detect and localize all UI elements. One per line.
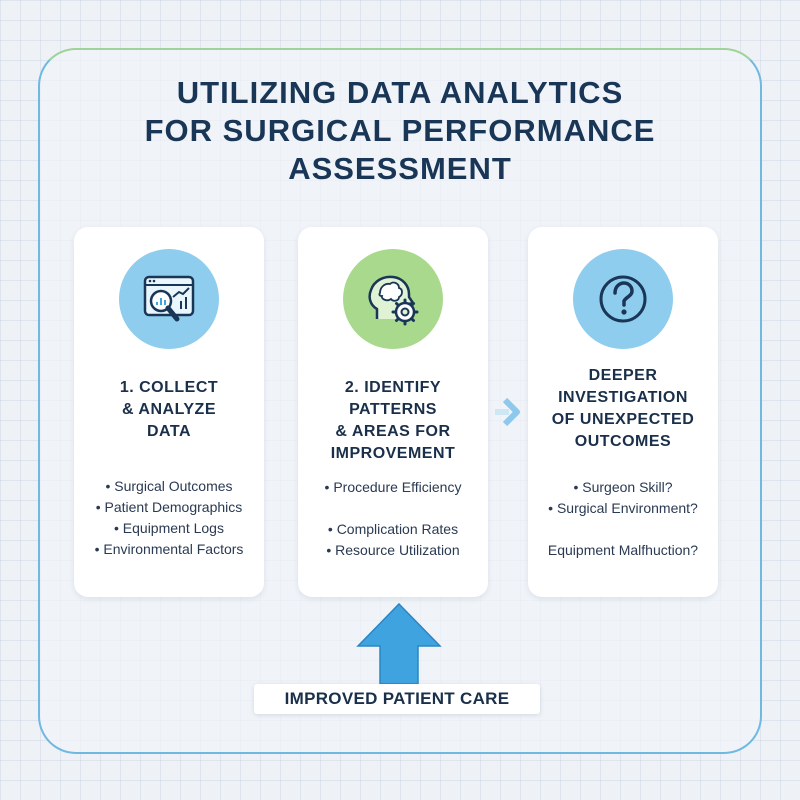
list-item: • Complication Rates [327, 521, 459, 537]
list-item: • Procedure Efficiency [324, 479, 462, 495]
list-item: • Environmental Factors [94, 541, 244, 557]
list-item: • Resource Utilization [326, 542, 460, 558]
step-1-title-line: & ANALYZE [122, 401, 216, 418]
step-3-title: DEEPER INVESTIGATION OF UNEXPECTED OUTCO… [534, 365, 712, 453]
list-item: • Surgeon Skill? [573, 479, 673, 495]
step-card-collect: 1. COLLECT & ANALYZE DATA • Surgical Out… [74, 227, 264, 597]
step-2-title-line: 2. IDENTIFY PATTERNS [344, 379, 442, 418]
list-item: • Surgical Outcomes [105, 478, 233, 494]
step-1-title: 1. COLLECT & ANALYZE DATA [80, 377, 258, 443]
title-line-3: ASSESSMENT [288, 151, 512, 186]
list-item: • Patient Demographics [95, 499, 243, 515]
list-item: • Equipment Logs [114, 520, 224, 536]
step-1-bullet-list: • Surgical Outcomes • Patient Demographi… [74, 476, 264, 560]
step-2-title-line: & AREAS FOR [335, 423, 451, 440]
step-1-title-line: DATA [146, 423, 192, 440]
step-3-title-line: OF UNEXPECTED [551, 411, 695, 428]
step-3-title-line: INVESTIGATION [558, 389, 688, 406]
step-2-bullet-list: • Procedure Efficiency • Complication Ra… [298, 477, 488, 561]
page-title: UTILIZING DATA ANALYTICS FOR SURGICAL PE… [0, 74, 800, 188]
chevron-right-icon [495, 397, 520, 427]
data-analytics-icon [119, 249, 219, 349]
step-3-title-line: OUTCOMES [574, 433, 672, 450]
list-item: Equipment Malfhuction? [547, 542, 699, 558]
step-3-title-line: DEEPER [588, 367, 658, 384]
title-line-1: UTILIZING DATA ANALYTICS [176, 75, 624, 110]
improved-patient-care-banner: IMPROVED PATIENT CARE [254, 684, 540, 714]
step-2-title-line: IMPROVEMENT [330, 445, 456, 462]
step-3-bullet-list: • Surgeon Skill? • Surgical Environment?… [528, 477, 718, 561]
arrow-up-icon [356, 602, 442, 684]
brain-gear-icon [343, 249, 443, 349]
title-line-2: FOR SURGICAL PERFORMANCE [144, 113, 656, 148]
question-icon [573, 249, 673, 349]
step-card-identify: 2. IDENTIFY PATTERNS & AREAS FOR IMPROVE… [298, 227, 488, 597]
step-card-investigate: DEEPER INVESTIGATION OF UNEXPECTED OUTCO… [528, 227, 718, 597]
step-1-title-line: 1. COLLECT [119, 379, 219, 396]
step-2-title: 2. IDENTIFY PATTERNS & AREAS FOR IMPROVE… [304, 377, 482, 465]
list-item: • Surgical Environment? [548, 500, 698, 516]
